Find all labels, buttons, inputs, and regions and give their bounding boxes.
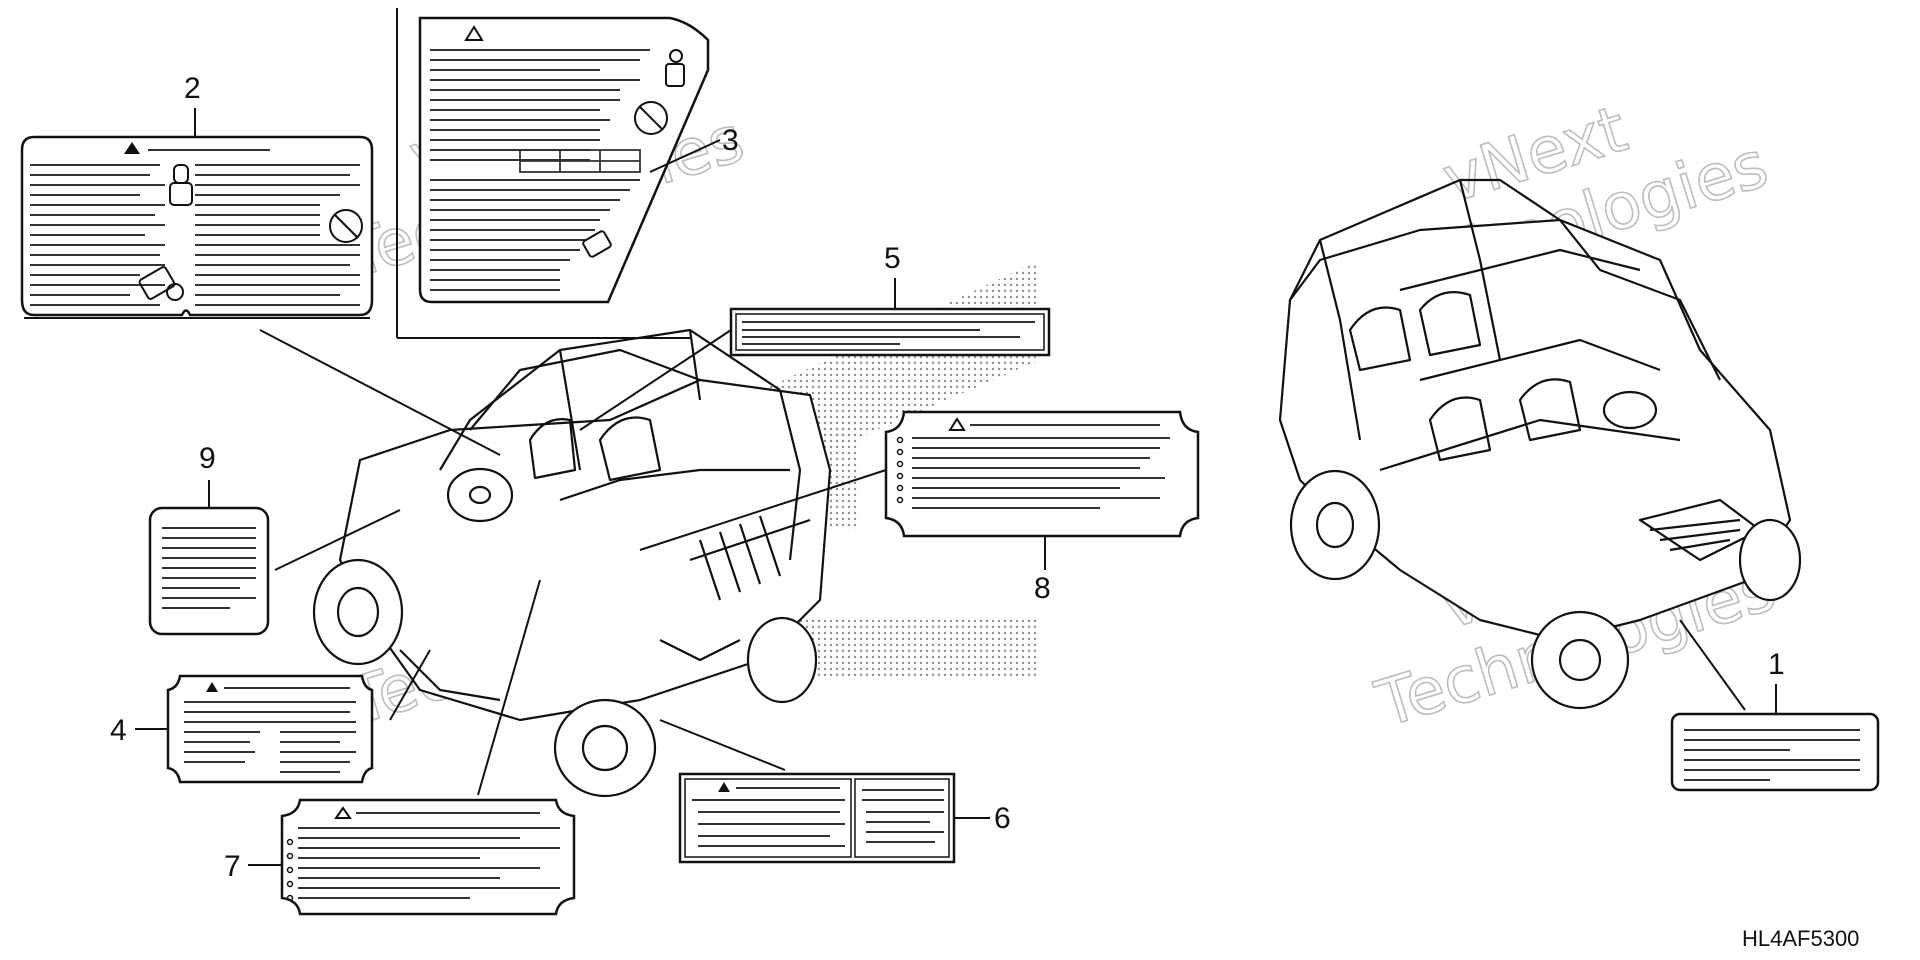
callout-number-2: 2 (184, 72, 201, 105)
label-3 (396, 8, 710, 339)
label-1 (1670, 712, 1880, 792)
callout-number-7: 7 (224, 850, 241, 883)
warning-triangle-icon (718, 782, 730, 792)
label-text-lines (692, 789, 944, 847)
warning-triangle-icon (124, 142, 140, 154)
vehicle-rollover-icon (582, 230, 612, 258)
label-text-lines (30, 164, 360, 306)
wheel (1738, 518, 1802, 602)
label-4 (166, 674, 374, 784)
callout-number-8: 8 (1034, 572, 1051, 605)
wheel (746, 616, 818, 704)
utv-two-seat-vehicle (312, 328, 832, 798)
no-passenger-icon (634, 101, 668, 135)
callout-number-9: 9 (199, 442, 216, 475)
label-text-lines (162, 527, 256, 609)
wheel (553, 698, 657, 798)
label-8 (884, 410, 1200, 538)
warning-triangle-icon (334, 806, 352, 819)
label-table (519, 149, 641, 173)
bullet-markers (896, 436, 904, 504)
seatbelt-person-icon (169, 164, 193, 206)
wheel (1530, 610, 1630, 710)
callout-number-1: 1 (1768, 648, 1785, 681)
callout-number-4: 4 (110, 714, 127, 747)
callout-number-5: 5 (884, 242, 901, 275)
callout-numbers: 2 3 5 8 9 4 7 6 1 (110, 72, 1785, 883)
label-text-lines (912, 437, 1170, 509)
label-2 (20, 135, 374, 319)
warning-triangle-icon (206, 682, 218, 692)
vehicle-rollover-icon (138, 266, 184, 301)
label-5 (729, 307, 1051, 357)
bullet-markers (286, 838, 294, 902)
label-9 (148, 506, 270, 636)
wheel (312, 558, 404, 666)
label-6 (678, 772, 956, 864)
leader-lines (135, 108, 1777, 866)
warning-triangle-icon (948, 417, 966, 431)
part-code: HL4AF5300 (1742, 926, 1859, 951)
seatbelt-person-icon (665, 49, 685, 87)
label-text-lines (430, 49, 650, 291)
utv-four-seat-vehicle (1278, 178, 1802, 710)
wheel (1289, 469, 1381, 581)
no-passenger-icon (329, 209, 363, 243)
callout-number-6: 6 (994, 802, 1011, 835)
callout-number-3: 3 (722, 124, 739, 157)
label-text-lines (742, 321, 1035, 345)
label-text-lines (298, 827, 560, 899)
warning-triangle-icon (464, 25, 484, 41)
label-text-lines (184, 701, 356, 773)
label-7 (280, 798, 576, 916)
label-text-lines (1684, 729, 1860, 781)
